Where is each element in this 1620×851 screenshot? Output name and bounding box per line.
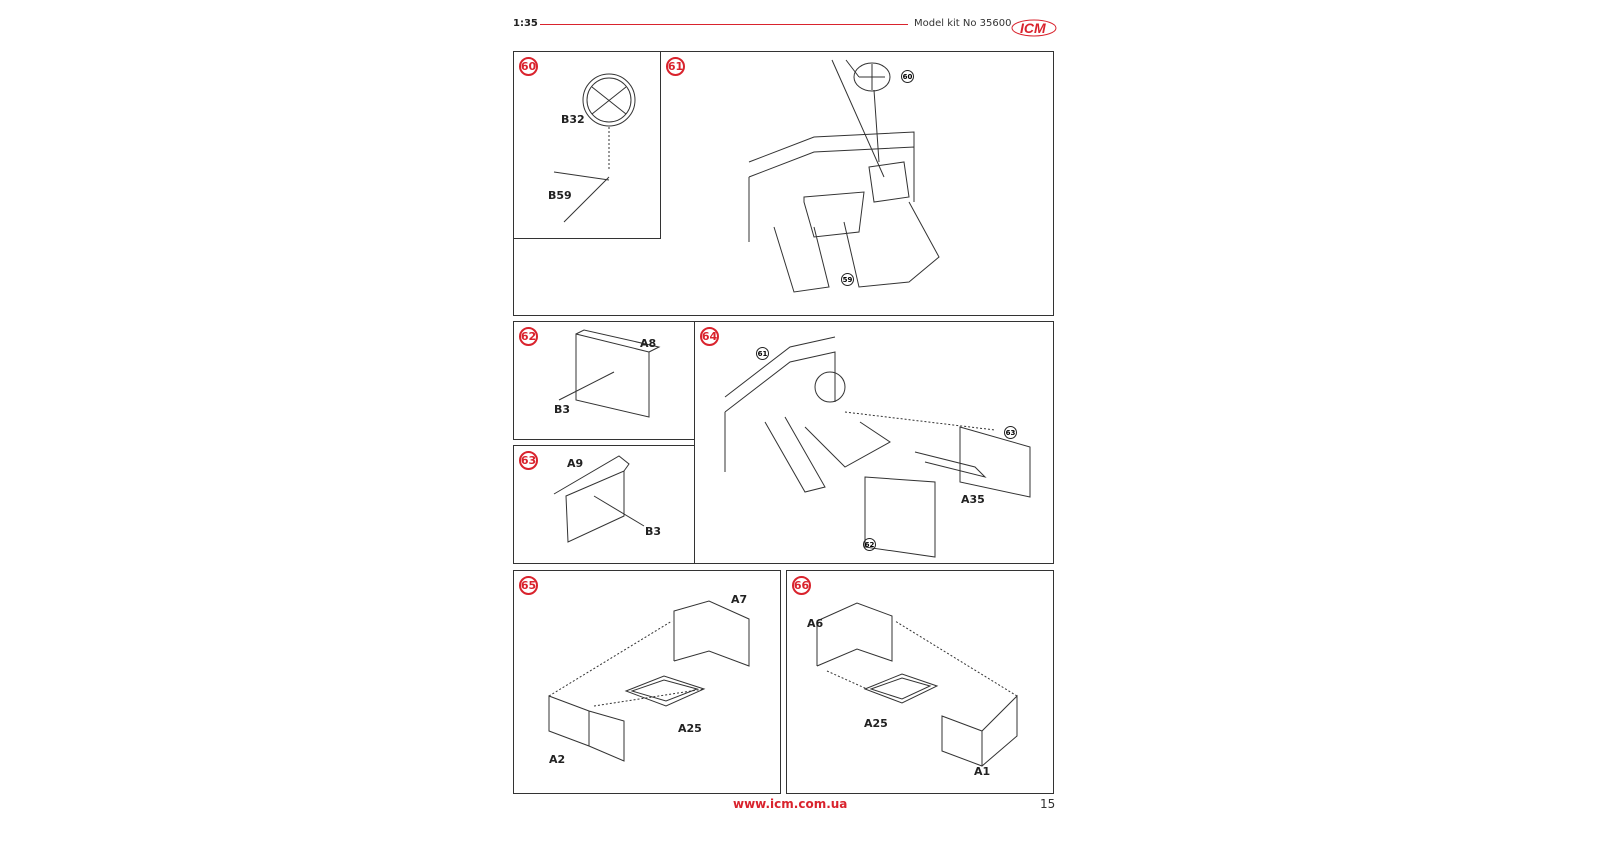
ref-61: 61: [756, 347, 769, 360]
part-A35: A35: [961, 493, 985, 506]
scale-label: 1:35: [513, 18, 538, 29]
ref-59: 59: [841, 273, 854, 286]
step-63-panel: 63 A9 B3: [513, 445, 695, 564]
icm-logo: ICM: [1011, 19, 1057, 37]
panel-a9-drawing: [553, 455, 645, 543]
ref-63: 63: [1004, 426, 1017, 439]
svg-text:ICM: ICM: [1020, 20, 1046, 36]
panel-a8-drawing: [558, 329, 661, 418]
part-A25: A25: [678, 722, 702, 735]
step-60-panel: 60 B32 B59: [513, 51, 661, 239]
part-B59: B59: [548, 189, 572, 202]
step-62-badge: 62: [519, 327, 538, 346]
step-63-badge: 63: [519, 451, 538, 470]
part-A2: A2: [549, 753, 566, 766]
website-link[interactable]: www.icm.com.ua: [733, 797, 848, 811]
page-number: 15: [1040, 797, 1056, 811]
kit-number: Model kit No 35600: [914, 18, 1012, 29]
step-60-badge: 60: [519, 57, 538, 76]
part-A7: A7: [731, 593, 748, 606]
part-B32: B32: [561, 113, 585, 126]
ref-62: 62: [863, 538, 876, 551]
step-66-panel: 66 A6 A25 A1: [786, 570, 1054, 794]
step-64-badge: 64: [700, 327, 719, 346]
part-A6: A6: [807, 617, 824, 630]
step-61-badge: 61: [666, 57, 685, 76]
step-64-panel: 64 61 63 62 A35: [694, 321, 1054, 564]
step-65-badge: 65: [519, 576, 538, 595]
step-62-panel: 62 A8 B3: [513, 321, 695, 440]
steering-wheel-drawing: [553, 73, 636, 223]
dashboard-assembly-drawing: [748, 59, 940, 293]
seat-assembly-66-drawing: [816, 602, 1018, 767]
part-A25: A25: [864, 717, 888, 730]
part-A1: A1: [974, 765, 991, 778]
part-A8: A8: [640, 337, 657, 350]
ref-60: 60: [901, 70, 914, 83]
part-B3: B3: [645, 525, 662, 538]
part-A9: A9: [567, 457, 584, 470]
step-66-badge: 66: [792, 576, 811, 595]
part-B3: B3: [554, 403, 571, 416]
seat-assembly-65-drawing: [548, 600, 750, 762]
cab-floor-assembly-drawing: [724, 336, 1031, 558]
step-65-panel: 65 A7 A25 A2: [513, 570, 781, 794]
header-rule: [540, 24, 908, 25]
